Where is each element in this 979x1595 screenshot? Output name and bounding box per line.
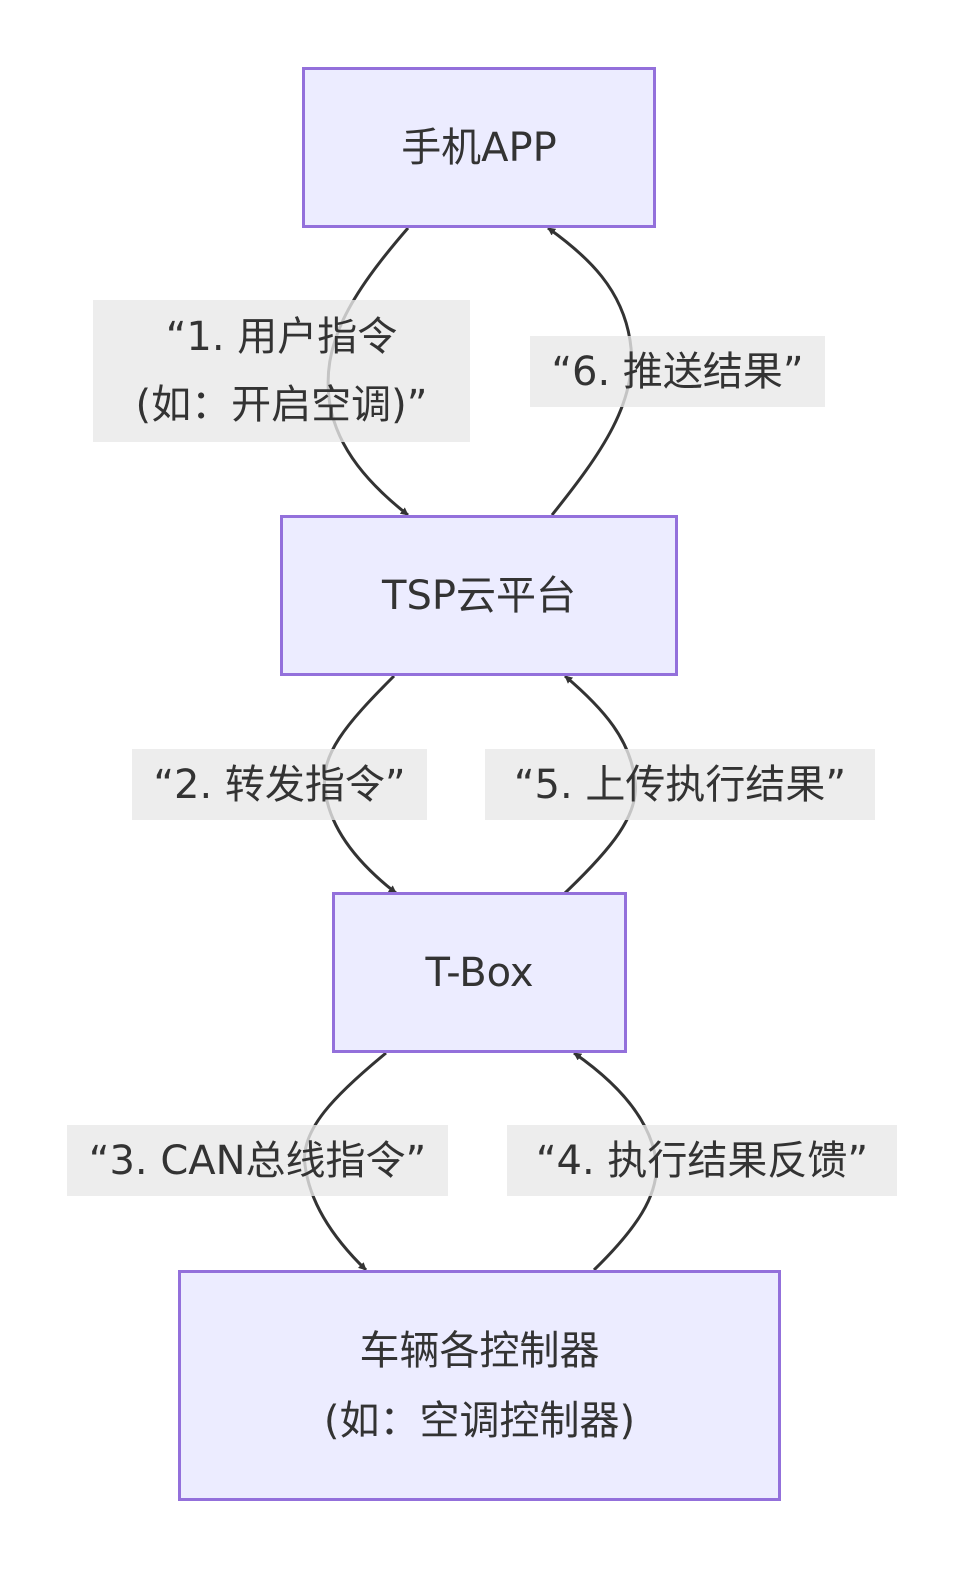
edge-label-2-forward-command: “2. 转发指令” bbox=[132, 749, 427, 820]
node-tbox: T-Box bbox=[332, 892, 627, 1053]
node-vehicle-controllers-label: 车辆各控制器 (如：空调控制器) bbox=[323, 1327, 636, 1444]
edge-label-3-can-command: “3. CAN总线指令” bbox=[67, 1125, 448, 1196]
edge-label-2-text: “2. 转发指令” bbox=[153, 761, 406, 808]
edge-label-5-text: “5. 上传执行结果” bbox=[513, 761, 847, 808]
edge-label-4-text: “4. 执行结果反馈” bbox=[535, 1137, 869, 1184]
node-mobile-app: 手机APP bbox=[302, 67, 656, 228]
edge-label-6-text: “6. 推送结果” bbox=[551, 348, 804, 395]
edge-label-6-push-result: “6. 推送结果” bbox=[530, 336, 825, 407]
node-tsp-cloud: TSP云平台 bbox=[280, 515, 678, 676]
node-vehicle-controllers: 车辆各控制器 (如：空调控制器) bbox=[178, 1270, 781, 1501]
node-mobile-app-label: 手机APP bbox=[401, 124, 557, 171]
node-tsp-cloud-label: TSP云平台 bbox=[382, 572, 576, 619]
edge-label-1-user-command: “1. 用户指令 (如：开启空调)” bbox=[93, 300, 470, 442]
node-tbox-label: T-Box bbox=[425, 949, 534, 996]
edge-label-1-text: “1. 用户指令 (如：开启空调)” bbox=[135, 314, 428, 428]
edge-label-5-upload-result: “5. 上传执行结果” bbox=[485, 749, 875, 820]
edge-label-3-text: “3. CAN总线指令” bbox=[88, 1137, 427, 1184]
edge-label-4-result-feedback: “4. 执行结果反馈” bbox=[507, 1125, 897, 1196]
